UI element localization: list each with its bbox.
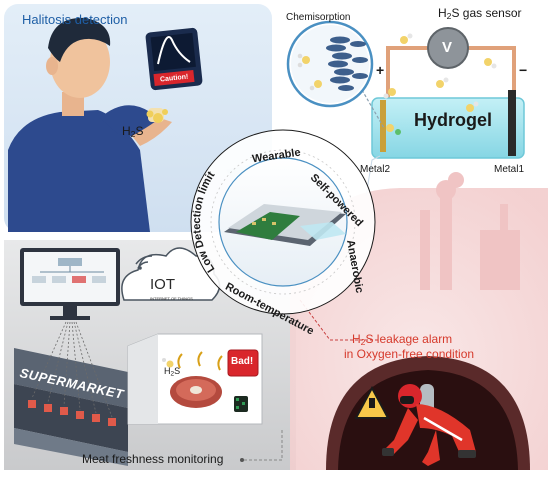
circuit-wire-right: [468, 46, 516, 100]
sensor-title-rest: S gas sensor: [451, 6, 522, 20]
meat-panel: [4, 240, 297, 470]
alarm-h: H: [352, 332, 361, 346]
sensor-title: H2S gas sensor: [438, 6, 522, 21]
sensor-panel: [282, 4, 546, 178]
chemisorption-label: Chemisorption: [286, 12, 351, 23]
factory-silhouette: [420, 172, 520, 290]
market-gas-s: S: [174, 366, 181, 376]
halitosis-gas-h: H: [122, 124, 131, 138]
worker-illustration: [382, 384, 476, 466]
voltmeter: [427, 27, 469, 69]
market-gas-label: H2S: [164, 366, 180, 378]
alarm-rest: S leakage alarm: [365, 332, 453, 346]
voltmeter-label: V: [442, 39, 453, 56]
market-gas-sub: 2: [170, 370, 175, 378]
halitosis-gas-s: S: [135, 124, 144, 138]
meat-caption: Meat freshness monitoring: [82, 452, 224, 466]
circuit-wire-left: [386, 46, 428, 108]
alarm-line2: in Oxygen-free condition: [344, 347, 475, 361]
iot-label: IOT: [150, 276, 175, 293]
feature-ring: Low Detection limit: [190, 129, 376, 315]
signal-curve: [157, 36, 191, 65]
gas-molecules: [383, 33, 497, 135]
plus-terminal-label: +: [376, 62, 385, 78]
halitosis-title: Halitosis detection: [22, 12, 128, 27]
bad-badge: Bad!: [231, 356, 254, 367]
warning-sign: [354, 385, 390, 419]
alarm-panel: [290, 172, 548, 470]
halitosis-panel: [4, 4, 272, 232]
sensor-title-h: H: [438, 6, 447, 20]
fridge-box: [127, 333, 263, 425]
handheld-device: [145, 27, 203, 91]
hydrogel-label: Hydrogel: [414, 110, 493, 130]
halitosis-gas-sub: 2: [130, 129, 136, 140]
market-gas-h: H: [164, 366, 171, 376]
chemisorption-magnifier: [286, 20, 385, 129]
monitor-illustration: [20, 248, 120, 320]
sensor-device: [224, 204, 346, 246]
halitosis-gas-label: H2S: [122, 124, 143, 139]
alarm-line1: H2S leakage alarm: [352, 332, 452, 347]
iot-sublabel: INTERNET OF THINGS: [150, 296, 193, 301]
person-illustration: [8, 17, 172, 232]
minus-terminal-label: −: [519, 62, 528, 78]
supermarket-shelf: [14, 321, 128, 466]
surface-lattice: [326, 36, 368, 91]
electrode-metal1: [508, 90, 516, 156]
metal2-label: Metal2: [360, 164, 391, 175]
alarm-sub: 2: [360, 337, 366, 348]
sensor-title-sub: 2: [446, 11, 452, 22]
metal1-label: Metal1: [494, 164, 525, 175]
hydrogel-block: [371, 97, 525, 159]
